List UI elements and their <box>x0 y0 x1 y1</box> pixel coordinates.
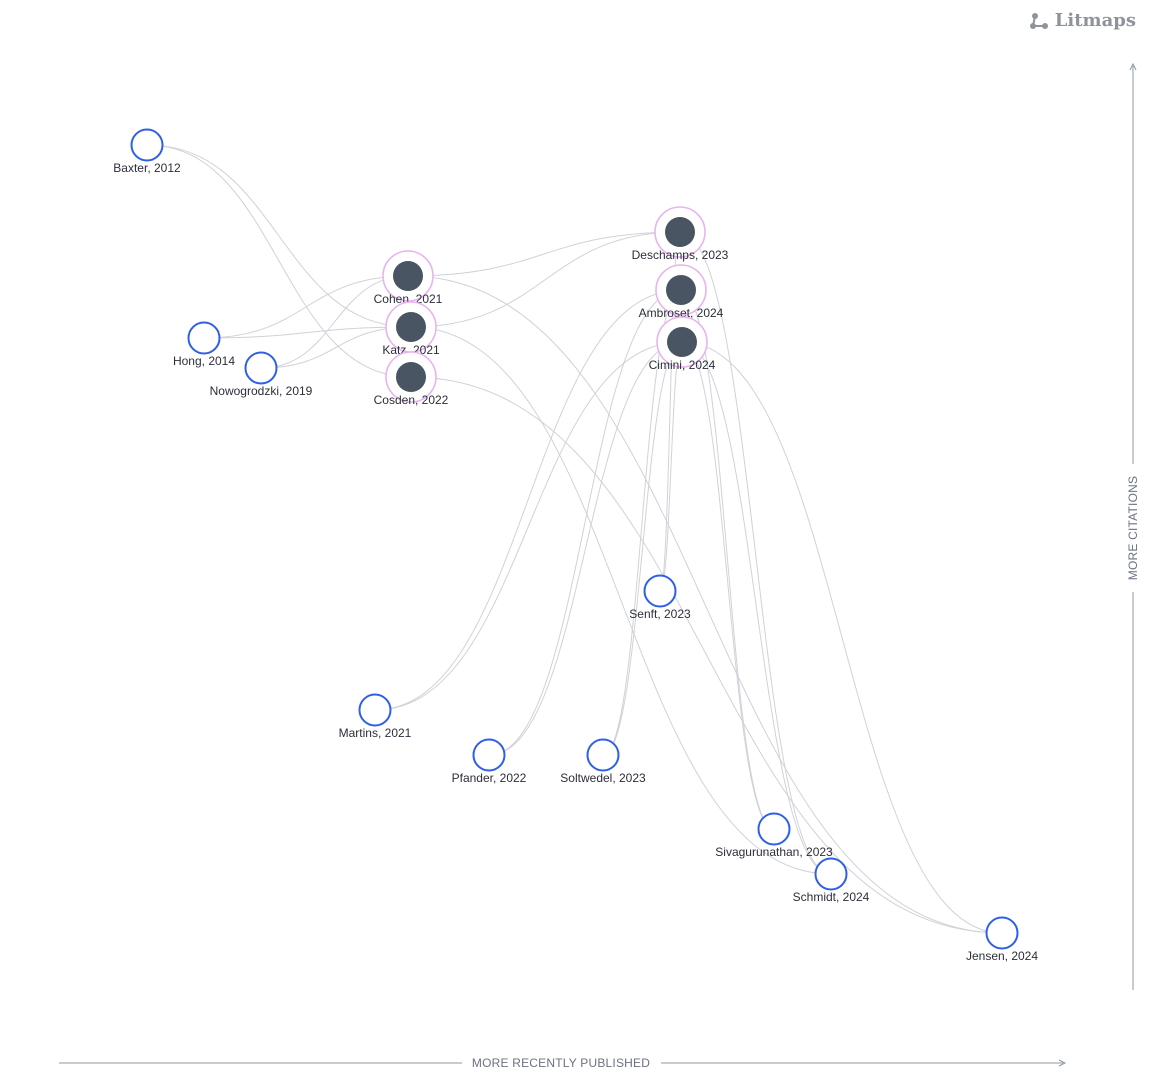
citation-edge <box>407 275 1003 934</box>
paper-node-nowogrodzki[interactable]: Nowogrodzki, 2019 <box>210 351 313 399</box>
citation-edge <box>602 341 683 756</box>
paper-node-cohen[interactable]: Cohen, 2021 <box>374 250 443 306</box>
y-axis-label: MORE CITATIONS <box>1126 476 1140 580</box>
node-label: Nowogrodzki, 2019 <box>210 384 313 398</box>
paper-node-martins[interactable]: Martins, 2021 <box>339 693 412 741</box>
paper-node-cosden[interactable]: Cosden, 2022 <box>374 351 449 407</box>
node-label: Senft, 2023 <box>629 607 691 621</box>
node-label: Hong, 2014 <box>173 354 235 368</box>
citation-edge <box>681 341 775 830</box>
paper-node-schmidt[interactable]: Schmidt, 2024 <box>793 857 870 905</box>
graph-nodes-icon <box>1029 12 1048 29</box>
citation-edge <box>681 341 1003 934</box>
paper-node-deschamps[interactable]: Deschamps, 2023 <box>632 206 729 262</box>
node-circle <box>814 857 848 891</box>
litmaps-logo[interactable]: Litmaps <box>1029 10 1136 31</box>
node-label: Cosden, 2022 <box>374 393 449 407</box>
citation-edge <box>410 231 681 328</box>
node-circle <box>130 128 164 162</box>
node-circle <box>757 812 791 846</box>
citation-edge <box>203 275 409 339</box>
node-label: Deschamps, 2023 <box>632 248 729 262</box>
x-axis-label: MORE RECENTLY PUBLISHED <box>472 1056 650 1070</box>
citation-edge <box>602 289 682 756</box>
axes-layer: MORE RECENTLY PUBLISHED MORE CITATIONS <box>59 62 1140 1070</box>
citation-edge <box>410 376 1003 934</box>
node-label: Cohen, 2021 <box>374 292 443 306</box>
citation-edge <box>374 341 683 711</box>
paper-node-hong[interactable]: Hong, 2014 <box>173 321 235 369</box>
paper-node-ambroset[interactable]: Ambroset, 2024 <box>639 264 724 320</box>
citation-edge <box>203 326 412 339</box>
citation-edge <box>410 326 832 875</box>
seed-node-circle <box>666 275 696 305</box>
paper-node-pfander[interactable]: Pfander, 2022 <box>452 738 527 786</box>
node-label: Katz, 2021 <box>382 343 440 357</box>
seed-node-circle <box>396 362 426 392</box>
paper-node-soltwedel[interactable]: Soltwedel, 2023 <box>560 738 646 786</box>
node-label: Martins, 2021 <box>339 726 412 740</box>
seed-node-circle <box>665 217 695 247</box>
citation-edge <box>488 289 682 756</box>
node-label: Sivagurunathan, 2023 <box>715 845 833 859</box>
node-label: Pfander, 2022 <box>452 771 527 785</box>
paper-node-cimini[interactable]: Cimini, 2024 <box>649 316 716 372</box>
paper-node-sivagurunathan[interactable]: Sivagurunathan, 2023 <box>715 812 833 860</box>
citation-edge <box>679 231 832 875</box>
citation-edge <box>146 144 412 378</box>
node-circle <box>586 738 620 772</box>
paper-node-katz[interactable]: Katz, 2021 <box>382 301 440 357</box>
seed-node-circle <box>396 312 426 342</box>
node-label: Cimini, 2024 <box>649 358 716 372</box>
node-circle <box>244 351 278 385</box>
seed-node-circle <box>393 261 423 291</box>
node-label: Soltwedel, 2023 <box>560 771 646 785</box>
node-label: Ambroset, 2024 <box>639 306 724 320</box>
node-circle <box>643 574 677 608</box>
paper-node-baxter[interactable]: Baxter, 2012 <box>113 128 181 176</box>
citation-edge <box>488 341 683 756</box>
citation-edge <box>374 289 682 711</box>
node-circle <box>187 321 221 355</box>
seed-node-circle <box>667 327 697 357</box>
citation-edge <box>681 341 832 875</box>
citation-edge <box>146 144 412 328</box>
node-circle <box>985 916 1019 950</box>
node-label: Schmidt, 2024 <box>793 890 870 904</box>
x-axis-arrow-icon <box>1058 1059 1067 1067</box>
edge-layer <box>146 144 1003 934</box>
paper-node-jensen[interactable]: Jensen, 2024 <box>966 916 1038 964</box>
node-label: Baxter, 2012 <box>113 161 181 175</box>
node-circle <box>472 738 506 772</box>
citation-edge <box>407 231 681 277</box>
node-label: Jensen, 2024 <box>966 949 1038 963</box>
y-axis-arrow-icon <box>1129 62 1137 71</box>
citation-edge <box>680 289 775 830</box>
paper-node-senft[interactable]: Senft, 2023 <box>629 574 691 622</box>
node-circle <box>358 693 392 727</box>
brand-name: Litmaps <box>1054 10 1136 31</box>
